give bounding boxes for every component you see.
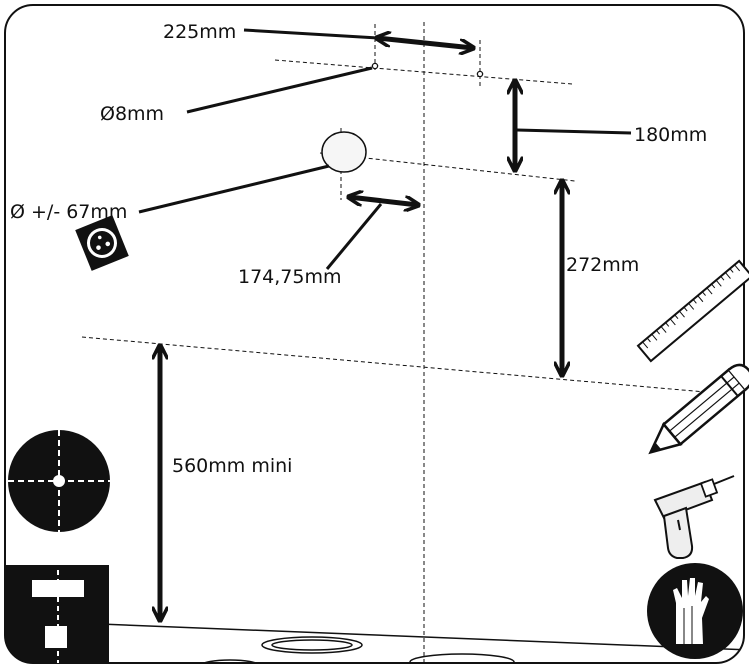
dimension-arrows: [160, 38, 562, 623]
label-hole-spacing: 225mm: [163, 21, 236, 43]
label-horizontal-offset: 174,75mm: [238, 266, 342, 288]
label-vertical-hole-gap: 180mm: [634, 124, 707, 146]
hob-burner: [409, 653, 515, 663]
leader-lines: [138, 28, 632, 270]
arrow-225mm: [377, 38, 473, 48]
crosshair-icon: [8, 430, 110, 532]
drill-icon: [653, 475, 735, 559]
screw-holes: [371, 62, 484, 78]
label-min-height: 560mm mini: [172, 455, 292, 477]
pencil-icon: [648, 363, 749, 455]
label-screw-hole: Ø8mm: [100, 103, 164, 125]
arrow-174mm: [349, 197, 418, 205]
hob-burner: [271, 639, 353, 651]
diagram-frame: [4, 4, 745, 664]
hob-burner: [261, 636, 363, 654]
hob-burner: [201, 659, 259, 663]
label-cable-hole: Ø +/- 67mm: [10, 201, 127, 223]
socket-icon: [75, 215, 129, 271]
ruler-icon: [636, 259, 749, 363]
mounting-plate-icon: [5, 565, 109, 663]
gloves-icon: [647, 563, 743, 659]
cable-hole: [321, 131, 367, 173]
label-vertical-to-bottom: 272mm: [566, 254, 639, 276]
